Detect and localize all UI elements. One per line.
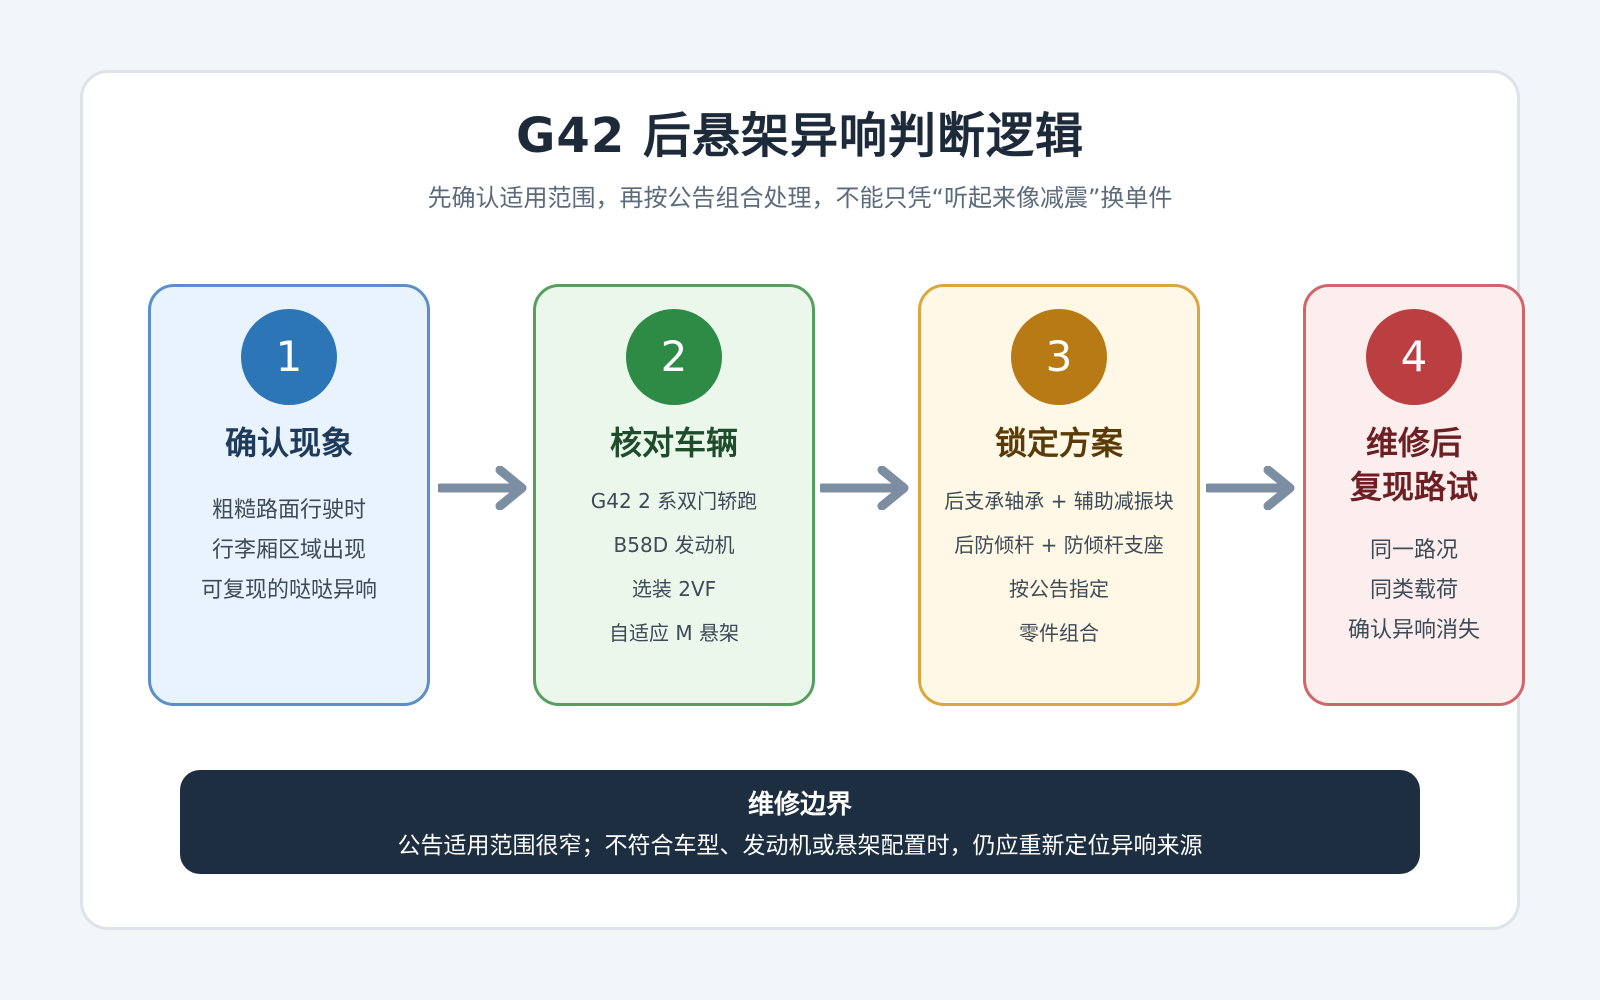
step-line: 粗糙路面行驶时 bbox=[211, 498, 366, 523]
step-line: 确认异响消失 bbox=[1347, 618, 1480, 643]
step-number-badge: 2 bbox=[626, 309, 722, 405]
step-card-4: 4 维修后 复现路试 同一路况 同类载荷 确认异响消失 bbox=[1303, 284, 1525, 706]
step-title-line: 维修后 bbox=[1365, 424, 1462, 462]
step-title-line: 复现路试 bbox=[1349, 468, 1478, 506]
arrow-right-icon bbox=[820, 466, 909, 510]
page-subtitle: 先确认适用范围，再按公告组合处理，不能只凭“听起来像减震”换单件 bbox=[427, 184, 1173, 212]
step-number-badge: 4 bbox=[1366, 309, 1462, 405]
step-line: 行李厢区域出现 bbox=[211, 538, 366, 563]
step-description: 后支承轴承 + 辅助减振块 后防倾杆 + 防倾杆支座 按公告指定 零件组合 bbox=[921, 479, 1197, 655]
step-line: 自适应 M 悬架 bbox=[609, 621, 739, 645]
arrow-right-icon bbox=[438, 466, 527, 510]
step-line: B58D 发动机 bbox=[613, 533, 735, 557]
step-title: 维修后 复现路试 bbox=[1306, 421, 1522, 509]
banner-title: 维修边界 bbox=[747, 790, 852, 820]
step-line: 后防倾杆 + 防倾杆支座 bbox=[954, 533, 1164, 557]
step-description: 粗糙路面行驶时 行李厢区域出现 可复现的哒哒异响 bbox=[151, 491, 427, 611]
step-line: 可复现的哒哒异响 bbox=[200, 578, 377, 603]
arrow-right-icon bbox=[1206, 466, 1295, 510]
step-number-badge: 1 bbox=[241, 309, 337, 405]
step-title: 锁定方案 bbox=[921, 421, 1197, 465]
step-line: 同一路况 bbox=[1369, 538, 1458, 563]
step-title-line: 确认现象 bbox=[224, 424, 353, 462]
step-line: G42 2 系双门轿跑 bbox=[590, 489, 758, 513]
step-line: 零件组合 bbox=[1019, 621, 1099, 645]
step-description: 同一路况 同类载荷 确认异响消失 bbox=[1306, 531, 1522, 651]
step-description: G42 2 系双门轿跑 B58D 发动机 选装 2VF 自适应 M 悬架 bbox=[536, 479, 812, 655]
step-title: 确认现象 bbox=[151, 421, 427, 465]
step-card-3: 3 锁定方案 后支承轴承 + 辅助减振块 后防倾杆 + 防倾杆支座 按公告指定 … bbox=[918, 284, 1200, 706]
step-line: 按公告指定 bbox=[1009, 577, 1109, 601]
step-title-line: 核对车辆 bbox=[609, 424, 738, 462]
step-line: 同类载荷 bbox=[1369, 578, 1458, 603]
step-line: 选装 2VF bbox=[631, 577, 717, 601]
step-title-line: 锁定方案 bbox=[994, 424, 1123, 462]
banner-text: 公告适用范围很窄；不符合车型、发动机或悬架配置时，仍应重新定位异响来源 bbox=[397, 833, 1203, 859]
step-card-1: 1 确认现象 粗糙路面行驶时 行李厢区域出现 可复现的哒哒异响 bbox=[148, 284, 430, 706]
step-card-2: 2 核对车辆 G42 2 系双门轿跑 B58D 发动机 选装 2VF 自适应 M… bbox=[533, 284, 815, 706]
step-title: 核对车辆 bbox=[536, 421, 812, 465]
repair-boundary-banner: 维修边界 公告适用范围很窄；不符合车型、发动机或悬架配置时，仍应重新定位异响来源 bbox=[180, 770, 1420, 874]
step-line: 后支承轴承 + 辅助减振块 bbox=[944, 489, 1174, 513]
step-number-badge: 3 bbox=[1011, 309, 1107, 405]
page-title: G42 后悬架异响判断逻辑 bbox=[516, 108, 1084, 164]
